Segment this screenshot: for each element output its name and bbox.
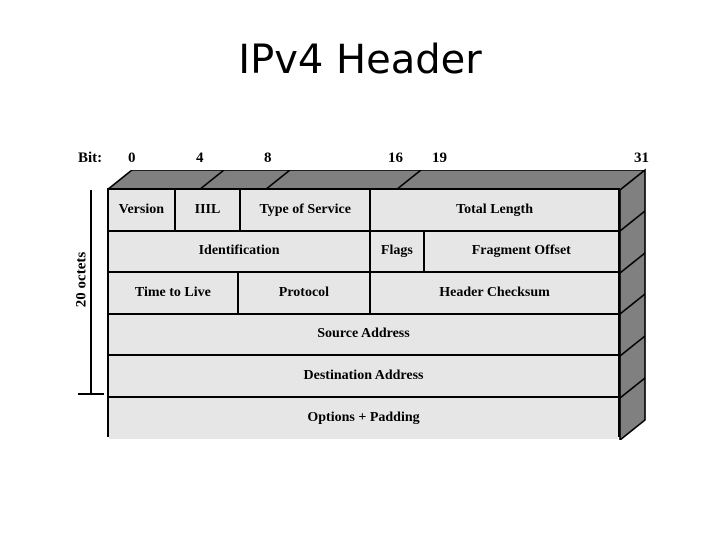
bit-ruler-label: Bit: bbox=[78, 150, 103, 166]
header-row: Destination Address bbox=[109, 356, 618, 398]
bracket-vertical-line bbox=[90, 190, 92, 395]
bracket-foot-tick bbox=[78, 393, 104, 395]
bit-tick-31: 31 bbox=[634, 150, 649, 166]
header-field-destination-address: Destination Address bbox=[109, 356, 618, 396]
bit-tick-19: 19 bbox=[432, 150, 447, 166]
header-field-iiil: IIIL bbox=[175, 190, 242, 230]
header-field-type-of-service: Type of Service bbox=[241, 190, 372, 230]
header-field-options-padding: Options + Padding bbox=[109, 397, 618, 439]
header-field-source-address: Source Address bbox=[109, 314, 618, 354]
header-field-identification: Identification bbox=[109, 231, 372, 271]
header-field-fragment-offset: Fragment Offset bbox=[424, 231, 618, 271]
bit-tick-4: 4 bbox=[196, 150, 204, 166]
slide-title: IPv4 Header bbox=[238, 37, 482, 83]
header-row: Source Address bbox=[109, 314, 618, 356]
bit-tick-16: 16 bbox=[388, 150, 403, 166]
header-field-header-checksum: Header Checksum bbox=[371, 273, 618, 313]
block-right-face bbox=[619, 168, 646, 440]
header-field-protocol: Protocol bbox=[238, 273, 372, 313]
header-field-version: Version bbox=[109, 190, 176, 230]
block-top-face bbox=[107, 170, 645, 190]
octets-label: 20 octets bbox=[73, 251, 90, 308]
header-row: Options + Padding bbox=[109, 397, 618, 439]
bit-tick-0: 0 bbox=[128, 150, 136, 166]
bit-ruler: Bit: 0 4 8 16 19 31 bbox=[0, 150, 720, 172]
octets-bracket: 20 octets bbox=[60, 186, 106, 401]
header-field-total-length: Total Length bbox=[371, 190, 618, 230]
header-field-time-to-live: Time to Live bbox=[109, 273, 239, 313]
header-field-flags: Flags bbox=[371, 231, 425, 271]
bit-tick-8: 8 bbox=[264, 150, 272, 166]
